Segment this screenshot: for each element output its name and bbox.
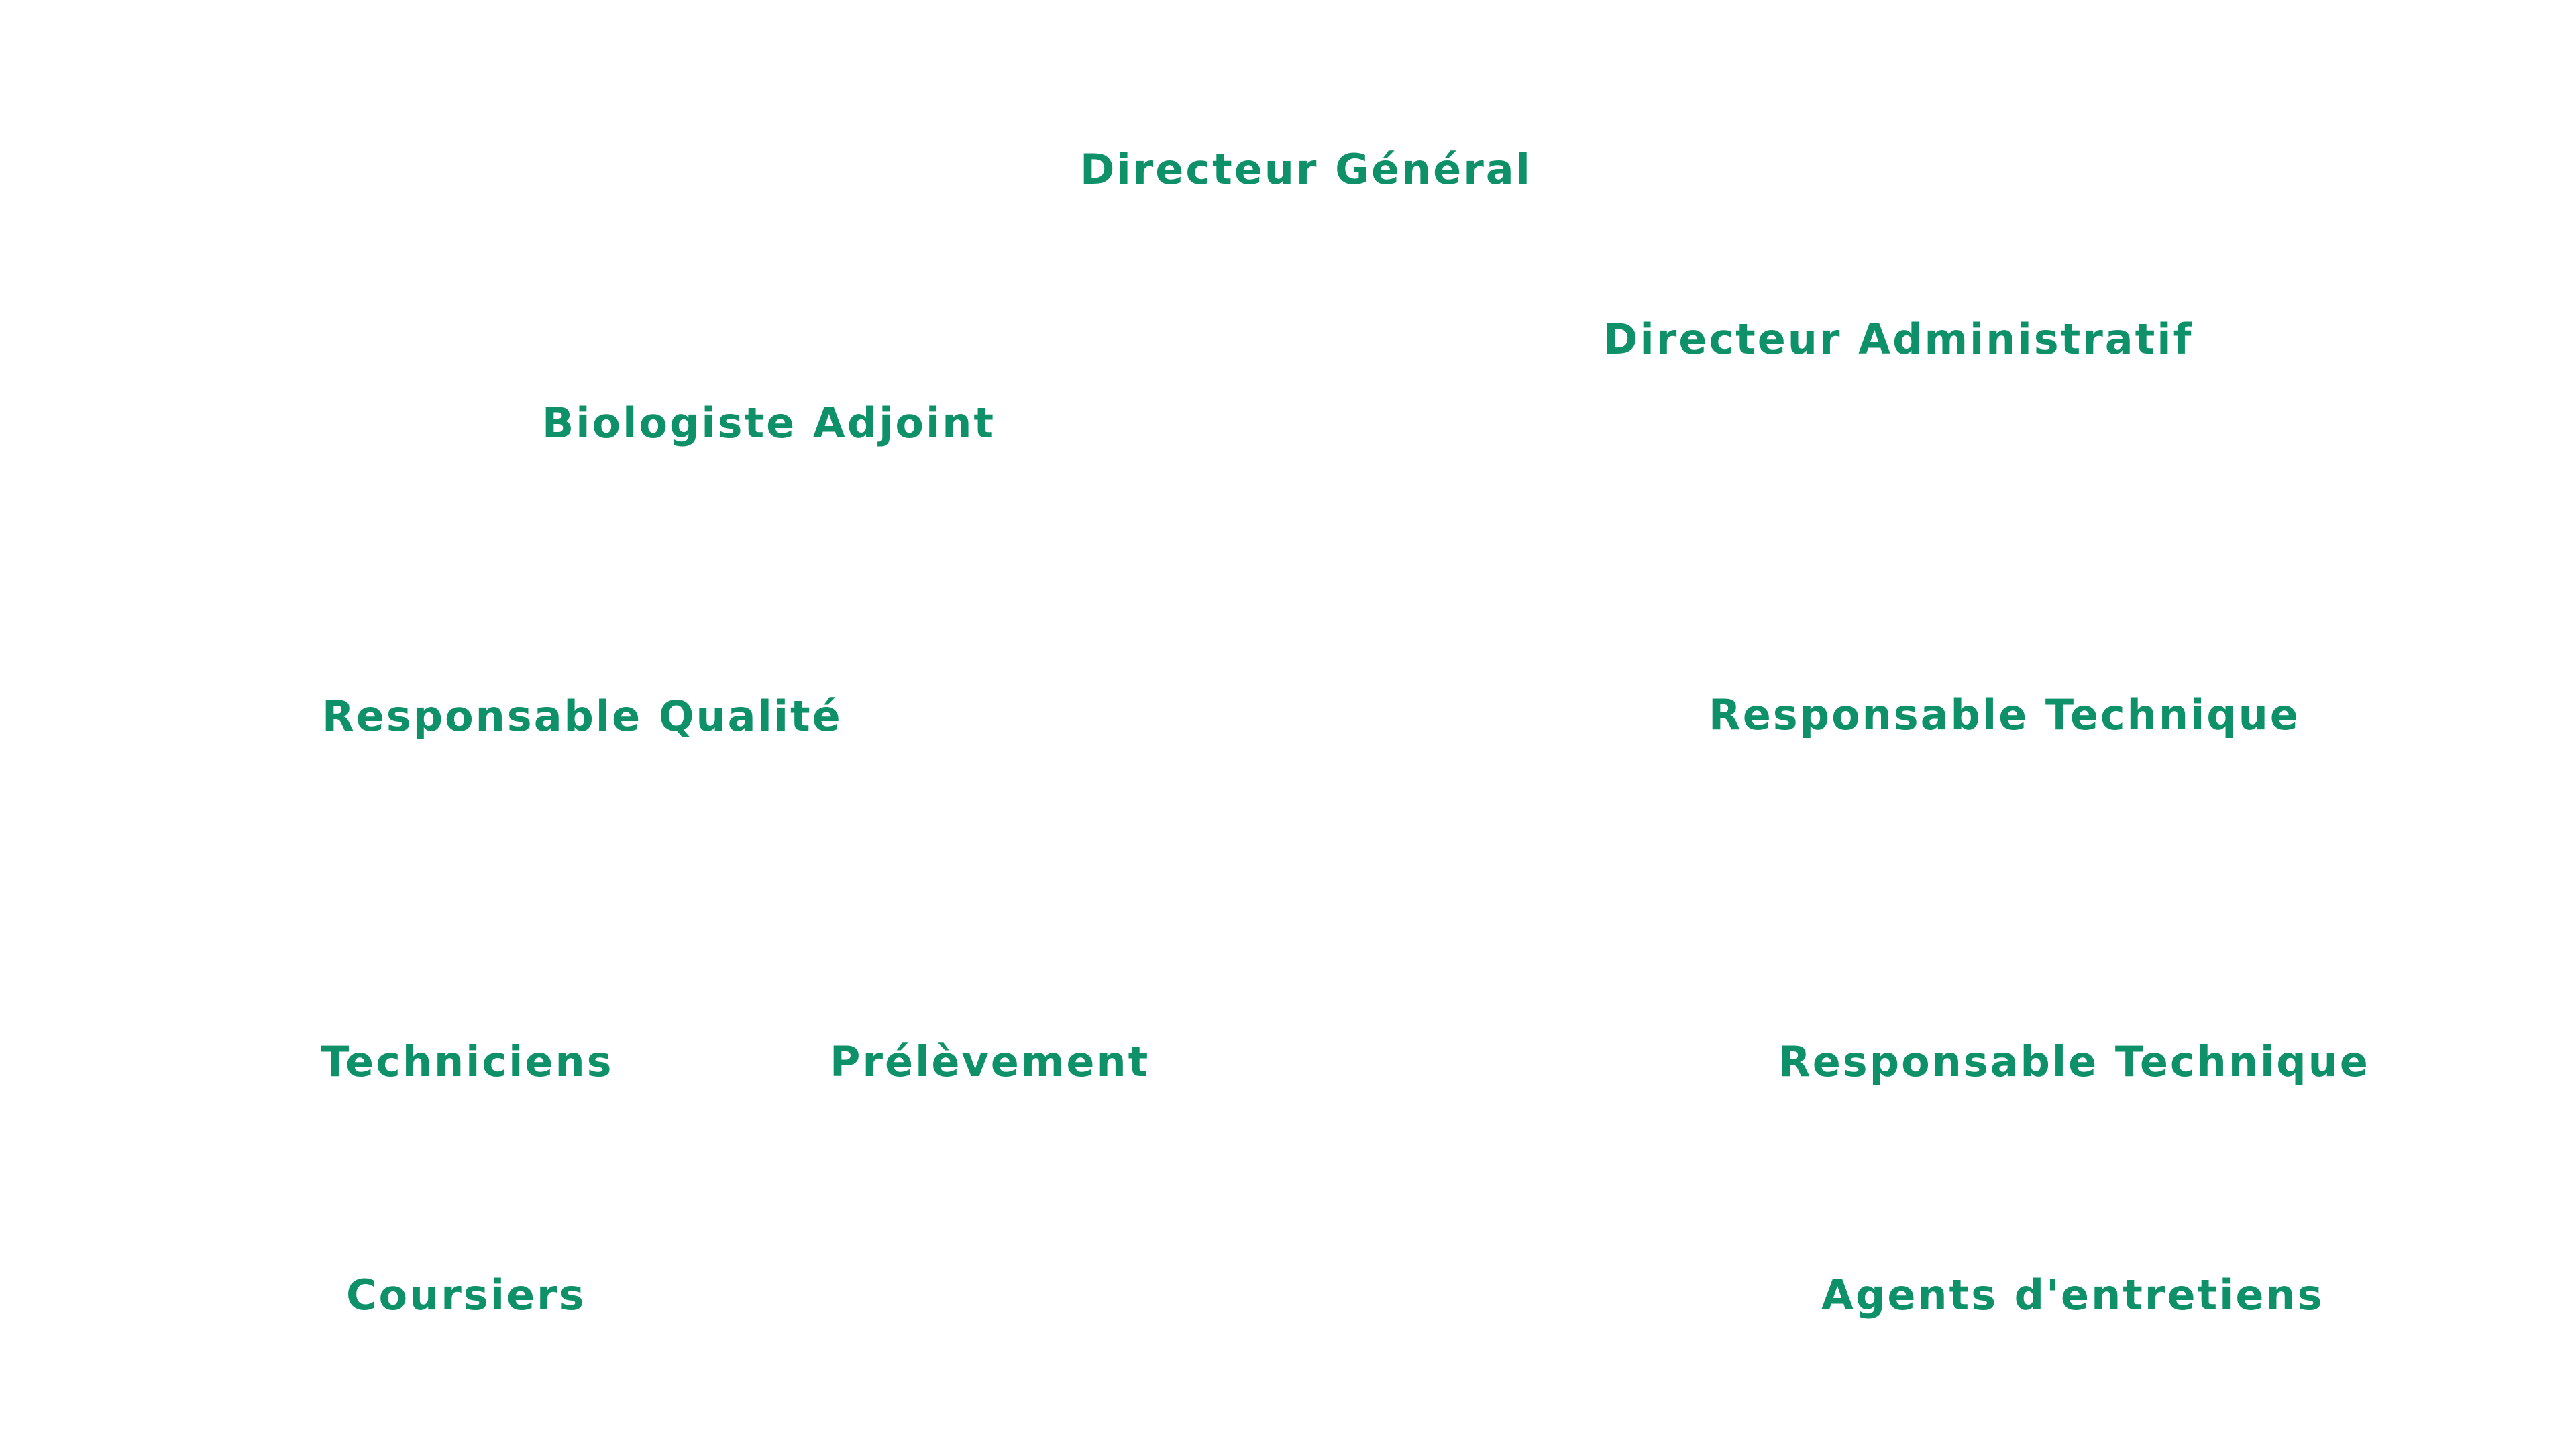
node-directeur-administratif: Directeur Administratif — [1603, 315, 2194, 364]
node-directeur-general: Directeur Général — [1080, 145, 1532, 194]
node-techniciens: Techniciens — [321, 1037, 614, 1086]
node-responsable-qualite: Responsable Qualité — [322, 692, 843, 741]
node-responsable-technique-1: Responsable Technique — [1709, 690, 2300, 739]
node-prelevement: Prélèvement — [830, 1037, 1150, 1086]
node-biologiste-adjoint: Biologiste Adjoint — [542, 398, 996, 447]
node-coursiers: Coursiers — [346, 1271, 586, 1320]
node-responsable-technique-2: Responsable Technique — [1778, 1037, 2370, 1086]
node-agents-entretiens: Agents d'entretiens — [1821, 1271, 2324, 1320]
